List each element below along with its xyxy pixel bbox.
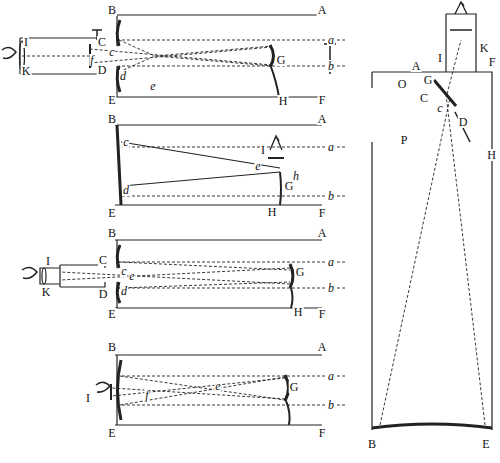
part-letter: B (107, 113, 117, 125)
part-letter: a (327, 370, 335, 382)
part-letter: H (486, 149, 497, 161)
part-letter: b (327, 60, 335, 72)
part-letter: H (278, 95, 289, 107)
part-letter: A (411, 60, 422, 72)
part-letter: c (120, 265, 127, 277)
part-letter: e (214, 380, 221, 392)
part-letter: f (144, 389, 149, 401)
part-letter: D (97, 64, 108, 76)
part-letter: D (458, 116, 469, 128)
part-letter: e (254, 160, 261, 172)
part-letter: e (128, 270, 135, 282)
part-letter: A (317, 227, 328, 239)
part-letter: D (98, 288, 109, 300)
part-letter: I (260, 144, 266, 156)
part-letter: e (149, 80, 156, 92)
part-letter: a (327, 141, 335, 153)
part-letter: E (107, 207, 116, 219)
part-letter: I (45, 255, 51, 267)
part-letter: I (437, 52, 443, 64)
part-letter: F (318, 308, 327, 320)
part-letter: c (108, 46, 115, 58)
cassegrain-telescope (22, 240, 345, 308)
part-letter: G (276, 54, 287, 66)
part-letter: b (327, 399, 335, 411)
part-letter: G (423, 74, 434, 86)
newtonian-telescope (372, 2, 492, 430)
part-letter: I (85, 392, 91, 404)
part-letter: B (107, 341, 117, 353)
part-letter: H (267, 206, 278, 218)
part-letter: C (98, 254, 108, 266)
part-letter: P (400, 134, 409, 146)
part-letter: b (327, 282, 335, 294)
part-letter: b (327, 190, 335, 202)
part-letter: A (317, 113, 328, 125)
part-letter: O (397, 78, 408, 90)
part-letter: A (317, 341, 328, 353)
part-letter: H (293, 306, 304, 318)
part-letter: G (295, 266, 306, 278)
part-letter: G (289, 381, 300, 393)
part-letter: F (318, 94, 327, 106)
part-letter: a (327, 34, 335, 46)
part-letter: K (21, 65, 32, 77)
part-letter: d (120, 285, 128, 297)
part-letter: d (122, 184, 130, 196)
part-letter: K (479, 42, 490, 54)
part-letter: d (119, 70, 127, 82)
part-letter: E (107, 427, 116, 439)
part-letter: K (41, 286, 52, 298)
part-letter: B (107, 4, 117, 16)
part-letter: F (318, 427, 327, 439)
part-letter: f (89, 54, 94, 66)
part-letter: G (284, 180, 295, 192)
part-letter: B (367, 438, 377, 450)
part-letter: c (122, 136, 129, 148)
part-letter: B (107, 227, 117, 239)
herschelian-telescope (115, 125, 345, 205)
part-letter: E (107, 94, 116, 106)
part-letter: F (318, 207, 327, 219)
part-letter: C (419, 92, 429, 104)
part-letter: C (97, 36, 107, 48)
part-letter: a (327, 256, 335, 268)
part-letter: E (107, 308, 116, 320)
gregorian-telescope (2, 15, 345, 97)
part-letter: E (481, 438, 490, 450)
reflecting-telescope (96, 355, 345, 425)
part-letter: F (488, 56, 497, 68)
part-letter: I (23, 36, 29, 48)
part-letter: A (317, 4, 328, 16)
part-letter: c (436, 102, 443, 114)
